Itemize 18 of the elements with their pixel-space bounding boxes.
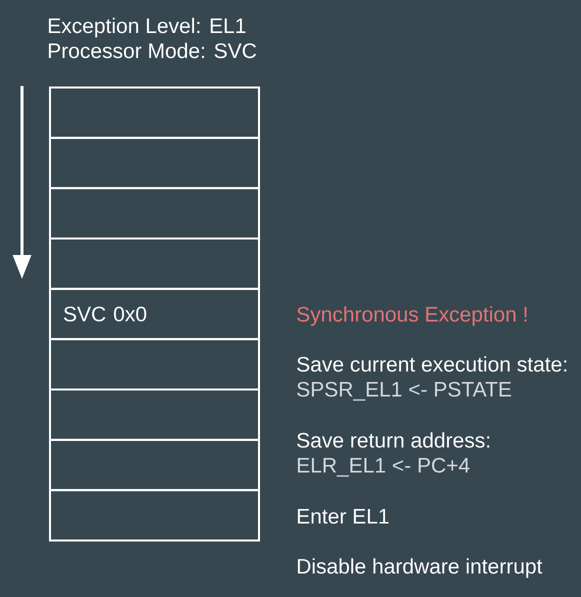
step-label: Save current execution state:: [297, 356, 566, 372]
stack-cell: [49, 438, 260, 492]
stack-cell: [49, 238, 260, 290]
stack-cell: [49, 136, 260, 190]
stack-cell: [49, 388, 260, 441]
stack-cell: [49, 489, 260, 542]
register-note: SPSR_EL1 <- PSTATE: [297, 382, 512, 401]
code-cell: SVC 0x0: [49, 288, 260, 340]
stack-cell: [49, 187, 260, 240]
stack-cell: [49, 86, 260, 139]
exception-note: Synchronous Exception !: [297, 306, 527, 326]
step-label: Disable hardware interrupt: [298, 558, 542, 578]
stack-cell: [49, 338, 260, 390]
step-label: Save return address:: [297, 432, 490, 448]
step-label: Enter EL1: [298, 509, 389, 524]
status-label: Exception Level: EL1: [48, 18, 246, 38]
status-label: Processor Mode: SVC: [48, 42, 256, 58]
register-note: ELR_EL1 <- PC+4: [298, 458, 470, 477]
